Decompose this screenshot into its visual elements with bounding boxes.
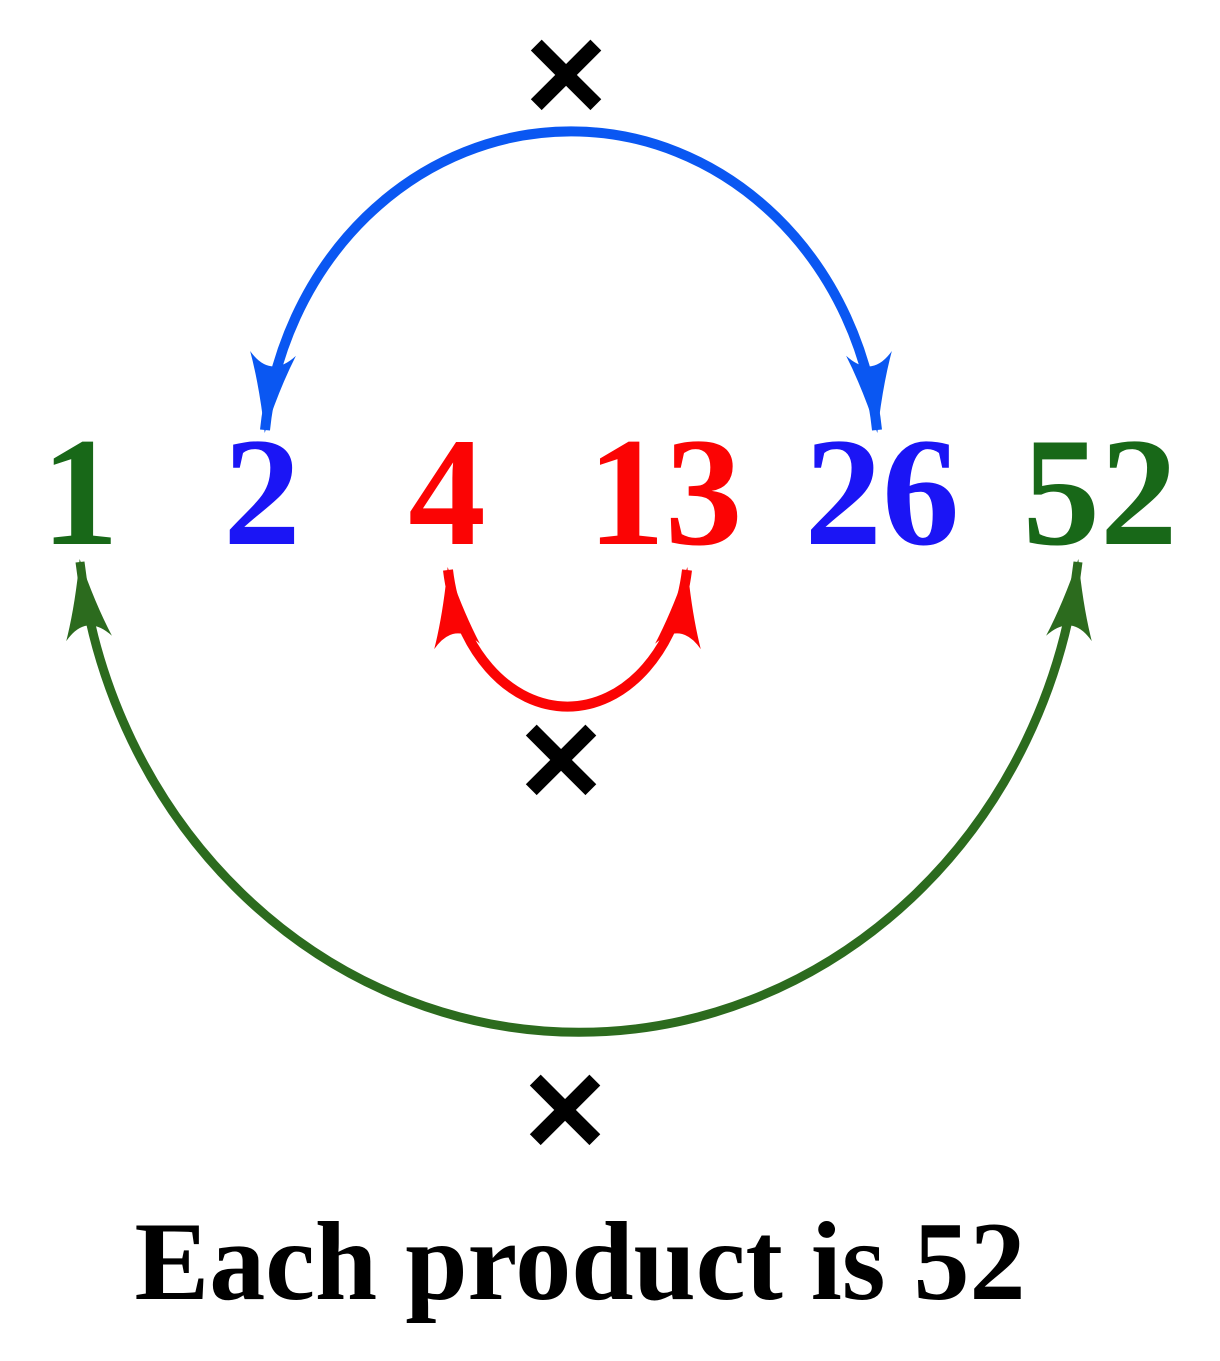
multiply-icon-middle: × <box>513 690 609 824</box>
factor-13: 13 <box>587 406 743 578</box>
factor-4: 4 <box>408 406 486 578</box>
factor-52: 52 <box>1022 406 1178 578</box>
multiply-icon-top: × <box>518 5 614 139</box>
factor-1: 1 <box>41 406 119 578</box>
caption: Each product is 52 <box>134 1200 1026 1324</box>
arc-1x52 <box>66 559 1092 1037</box>
factor-2: 2 <box>223 406 301 578</box>
arc-2x26 <box>250 126 892 433</box>
factor-26: 26 <box>804 406 960 578</box>
arc-4x13 <box>434 567 701 712</box>
multiply-icon-bottom: × <box>517 1040 613 1174</box>
